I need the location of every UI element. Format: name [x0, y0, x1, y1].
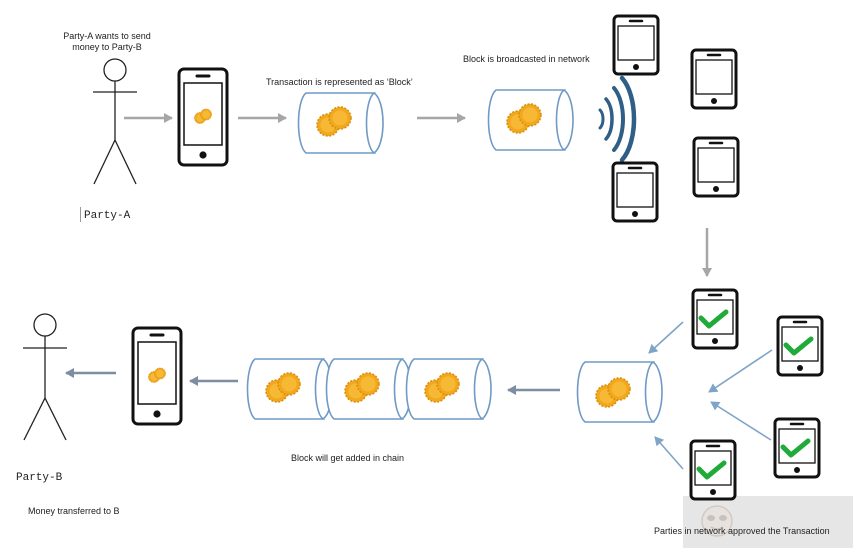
parties-approved-label: Parties in network approved the Transact…	[654, 526, 830, 536]
party-b-phone	[131, 326, 183, 426]
party-a-figure	[93, 58, 137, 185]
watermark-face-icon	[701, 505, 733, 537]
broadcast-label: Block is broadcasted in network	[463, 54, 590, 64]
money-transferred-label: Money transferred to B	[28, 506, 120, 516]
party-a-cursor-mark	[80, 207, 81, 222]
party-b-name: Party-B	[16, 472, 63, 484]
network-phone-1	[612, 14, 660, 76]
arrow-approve-3	[710, 401, 772, 441]
chain-block-1	[246, 358, 333, 420]
approve-phone-3	[773, 417, 821, 479]
approve-phone-2	[776, 315, 824, 377]
transaction-block	[297, 92, 384, 154]
transaction-block-label: Transaction is represented as ‘Block’	[266, 77, 413, 87]
party-a-name: Party-A	[84, 210, 131, 222]
added-in-chain-label: Block will get added in chain	[291, 453, 405, 463]
arrow-approve-4	[654, 436, 684, 470]
party-b-figure	[23, 313, 67, 441]
network-phone-4	[611, 161, 659, 223]
network-phone-2	[690, 48, 738, 110]
broadcast-block	[487, 89, 574, 151]
blockchain-chain	[246, 358, 492, 420]
chain-block-2	[325, 358, 412, 420]
party-a-phone	[177, 67, 229, 167]
approve-phone-1	[691, 288, 739, 350]
party-a-intent-label: Party-A wants to send money to Party-B	[63, 31, 151, 52]
approve-phone-4	[689, 439, 737, 501]
approved-block	[576, 361, 663, 423]
broadcast-waves-icon	[598, 75, 637, 163]
arrow-approve-1	[648, 321, 684, 354]
network-phone-3	[692, 136, 740, 198]
chain-block-3	[405, 358, 492, 420]
arrow-approve-2	[708, 349, 773, 393]
